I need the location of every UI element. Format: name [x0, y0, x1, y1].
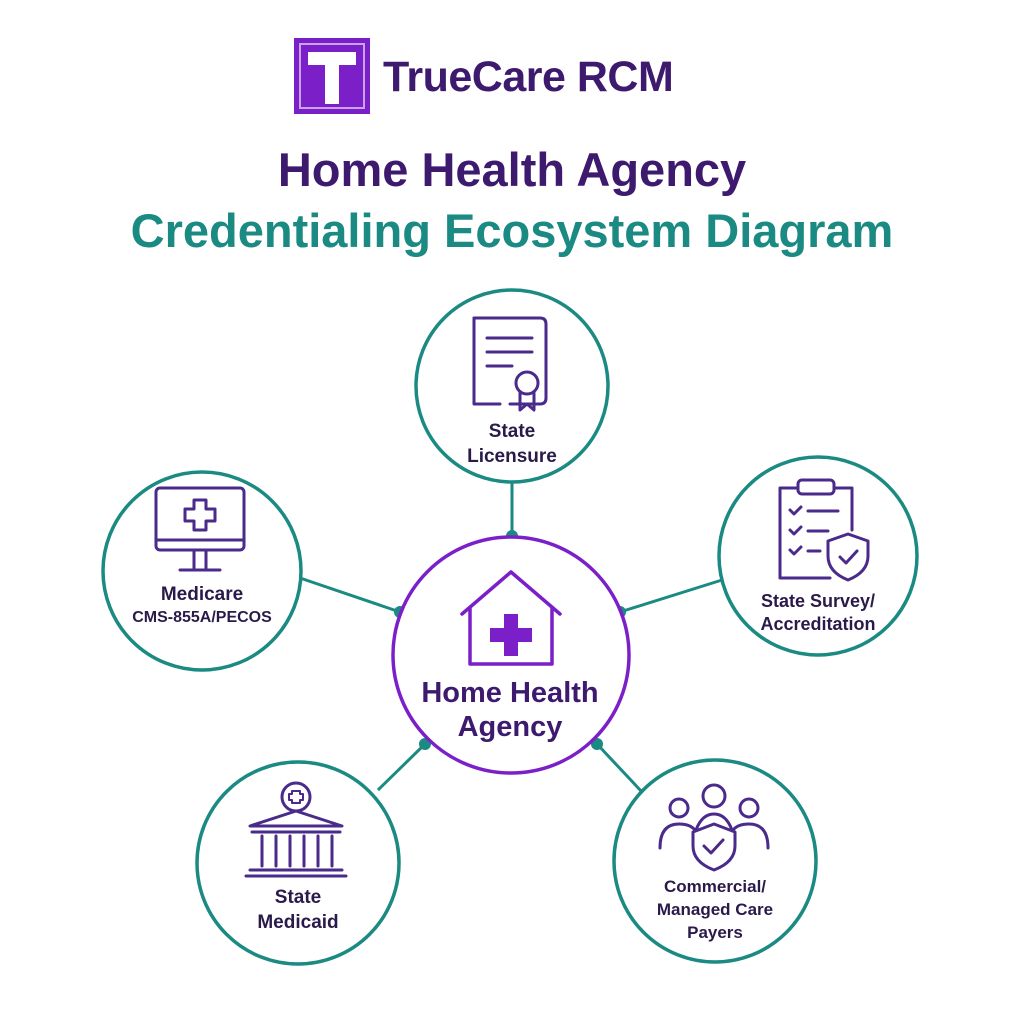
diagram-title: Home Health Agency: [277, 143, 747, 196]
brand-name: TrueCare RCM: [383, 53, 674, 101]
house-medical-icon: [460, 570, 562, 666]
clipboard-checklist-shield-icon: [778, 478, 870, 582]
node-commercial-circle: [612, 758, 818, 964]
connector-medicare: [299, 576, 401, 614]
node-medicare-line2: CMS-855A/PECOS: [132, 608, 272, 626]
node-survey-line1: State Survey/: [760, 591, 876, 611]
node-medicare-line1: Medicare: [160, 584, 244, 605]
node-medicaid-line2: Medicaid: [257, 911, 339, 933]
brand-logo-icon: [294, 38, 370, 114]
node-commercial-line2: Managed Care: [656, 899, 774, 919]
node-licensure-line1: State: [488, 421, 536, 442]
node-commercial-line1: Commercial/: [663, 877, 767, 896]
node-medicaid-circle: [195, 760, 401, 966]
node-medicaid-label: State Medicaid: [218, 886, 378, 935]
node-medicare-label: Medicare CMS-855A/PECOS: [112, 583, 292, 628]
connector-survey: [619, 578, 723, 614]
node-licensure-line2: Licensure: [467, 445, 557, 467]
medical-cross: [490, 614, 532, 656]
node-commercial-label: Commercial/ Managed Care Payers: [625, 876, 805, 945]
center-node-line2: Agency: [457, 711, 563, 743]
monitor-medical-icon: [154, 486, 246, 572]
center-node-line1: Home Health: [421, 677, 599, 709]
center-node-label: Home Health Agency: [390, 676, 630, 744]
people-shield-icon: [658, 783, 770, 872]
node-survey-label: State Survey/ Accreditation: [728, 590, 908, 637]
government-building-icon: [244, 781, 348, 878]
node-survey-circle: [717, 455, 919, 657]
connector-medicaid: [376, 742, 427, 792]
node-licensure-circle: [414, 288, 610, 484]
node-survey-line2: Accreditation: [760, 614, 876, 635]
certificate-icon: [472, 316, 548, 412]
node-commercial-line3: Payers: [687, 922, 743, 942]
connector-commercial: [595, 742, 644, 794]
node-licensure-label: State Licensure: [432, 420, 592, 469]
diagram-subtitle: Credentialing Ecosystem Diagram: [130, 204, 894, 257]
node-medicaid-line1: State: [274, 887, 322, 908]
